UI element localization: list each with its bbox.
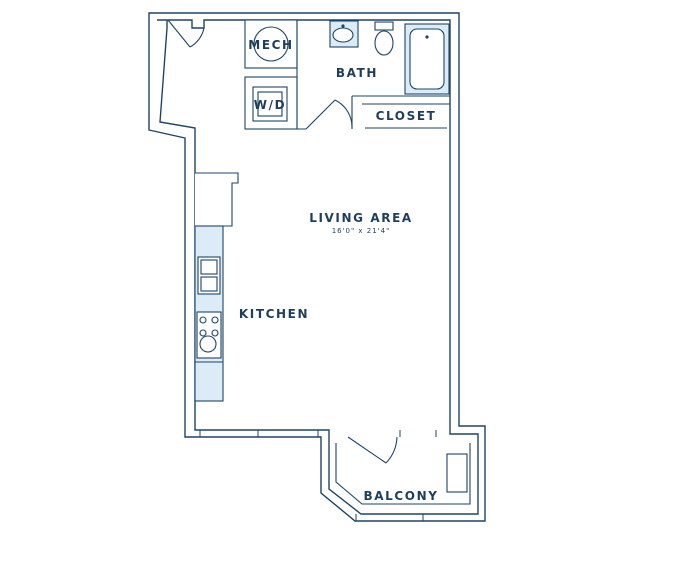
wd-label: W/D	[254, 98, 286, 112]
balcony-door	[347, 436, 398, 464]
water-heater	[253, 26, 289, 62]
bath-wall	[296, 20, 450, 130]
entry-door	[167, 19, 205, 48]
dishwasher-icon	[199, 335, 217, 353]
sink-basin-1	[200, 259, 218, 275]
exterior-wall	[148, 12, 486, 522]
bathtub-basin	[409, 28, 445, 90]
burner-icon	[211, 316, 219, 324]
sink-icon	[332, 27, 354, 43]
bath-label: BATH	[336, 66, 378, 80]
mech-label: MECH	[248, 38, 293, 52]
balcony-chair	[446, 453, 468, 493]
washer-dryer-inner	[257, 91, 283, 117]
bath-door	[305, 99, 353, 130]
balcony-rail	[335, 443, 471, 505]
kitchen-label: KITCHEN	[239, 307, 309, 321]
balcony-label: BALCONY	[363, 489, 438, 503]
burner-icon	[211, 329, 219, 337]
upper-counter	[195, 172, 239, 227]
kitchen-sink	[197, 256, 221, 295]
living-area-dimensions: 16'0" x 21'4"	[332, 227, 391, 235]
burner-icon	[199, 316, 207, 324]
toilet-tank	[374, 21, 394, 31]
closet-label: CLOSET	[376, 109, 437, 123]
window-ticks	[199, 430, 437, 521]
living-area-label: LIVING AREA	[309, 211, 413, 225]
washer-dryer-unit	[252, 86, 288, 122]
toilet-bowl	[374, 30, 394, 56]
burner-icon	[199, 329, 207, 337]
faucet-icon	[341, 24, 345, 28]
sink-basin-2	[200, 276, 218, 292]
tub-drain-icon	[425, 35, 429, 39]
